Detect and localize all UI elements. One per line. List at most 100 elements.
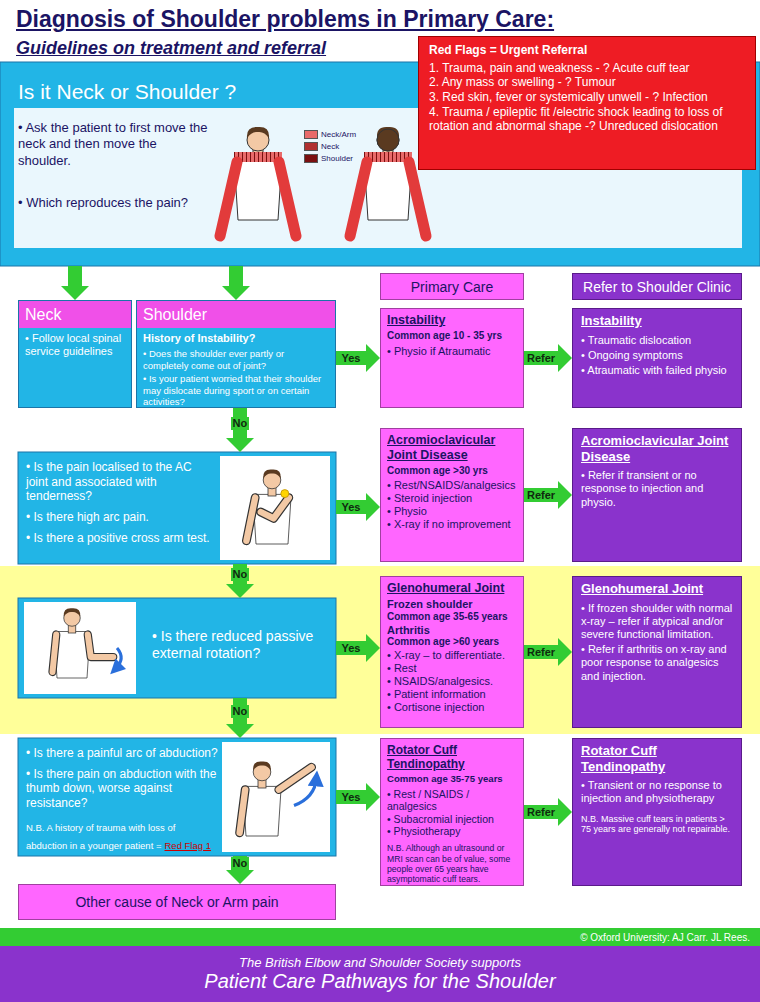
box-text: • Rest: [387, 662, 517, 675]
question-ground: [18, 452, 336, 564]
box-text: • X-ray – to differentiate.: [387, 649, 517, 662]
arrow-head: [226, 870, 254, 884]
box-heading: Rotator Cuff Tendinopathy: [581, 743, 733, 774]
column-header: Primary Care: [380, 273, 524, 300]
referral-box: Glenohumeral Joint• If frozen shoulder w…: [572, 576, 742, 728]
box-text: History of Instability?: [137, 332, 335, 345]
outcome-box: Other cause of Neck or Arm pain: [18, 884, 336, 920]
flow-arrow: [524, 481, 572, 509]
box-heading: Primary Care: [411, 279, 493, 295]
box-text: N.B. Massive cuff tears in patients > 75…: [581, 814, 733, 836]
flow-arrow: [336, 493, 380, 521]
flow-arrow: [61, 266, 89, 300]
box-heading: Red Flags = Urgent Referral: [429, 43, 745, 58]
image-panel: [220, 456, 330, 560]
arrow-head: [226, 724, 254, 738]
box-text: • Subacromial injection: [387, 813, 517, 825]
footer-band: The British Elbow and Shoulder Society s…: [0, 946, 760, 1002]
image-panel: [24, 602, 136, 694]
box-text: N.B. Although an ultrasound or MRI scan …: [387, 843, 517, 884]
rc-figure: [240, 762, 317, 836]
box-text: Patient Care Pathways for the Shoulder: [204, 970, 555, 993]
box-text: 1. Trauma, pain and weakness - ? Acute c…: [429, 61, 745, 76]
box-text: Common age 35-75 years: [387, 773, 517, 784]
copyright-bar: © Oxford University: AJ Carr. JL Rees.: [0, 928, 760, 946]
box-heading: © Oxford University: AJ Carr. JL Rees.: [580, 932, 750, 943]
box-heading: Other cause of Neck or Arm pain: [75, 894, 278, 910]
edge-label: Refer: [525, 806, 557, 819]
flow-arrow: [524, 798, 572, 826]
image-panel: [222, 742, 330, 852]
box-text: • Which reproduces the pain?: [18, 195, 208, 211]
back-figure: [350, 127, 426, 236]
column-header: Refer to Shoulder Clinic: [572, 273, 742, 300]
box-heading: Neck: [19, 301, 131, 328]
box-heading: Instability: [581, 313, 733, 329]
box-heading: Glenohumeral Joint: [581, 581, 733, 597]
box-text: Arthritis: [387, 624, 517, 637]
referral-box: Instability• Traumatic dislocation• Ongo…: [572, 308, 742, 408]
question-box: • Is the pain localised to the AC joint …: [18, 452, 336, 564]
arrow-head: [222, 286, 250, 300]
box-text: Common age >30 yrs: [387, 465, 517, 477]
arrow-shaft: [68, 266, 82, 286]
arrow-head: [226, 584, 254, 598]
box-text: • Refer if transient or no response to i…: [581, 469, 733, 509]
box-text: N.B. A history of trauma with loss of ab…: [26, 822, 175, 851]
box-text: • Steroid injection: [387, 492, 517, 505]
primary-care-box: InstabilityCommon age 10 - 35 yrs• Physi…: [380, 308, 524, 408]
box-text: • Follow local spinal service guidelines: [19, 332, 131, 358]
gh-figure: [53, 608, 122, 678]
box-text: • Rest / NSAIDS / analgesics: [387, 788, 517, 813]
arrow-head: [366, 783, 380, 811]
box-text: • Physio if Atraumatic: [387, 345, 517, 358]
box-text: • Is there high arc pain.: [26, 510, 212, 525]
legend-text: Shoulder: [321, 154, 353, 163]
arrow-head: [558, 798, 572, 826]
box-heading: Shoulder: [137, 301, 335, 328]
arrow-shaft: [524, 805, 558, 819]
legend-swatch: [304, 130, 318, 139]
legend-swatch: [304, 154, 318, 163]
box-text: Common age 35-65 years: [387, 611, 517, 623]
flow-arrow: [524, 344, 572, 372]
edge-label: Yes: [340, 352, 363, 365]
shoulder-box: ShoulderHistory of Instability?• Does th…: [136, 300, 336, 408]
arrow-shaft: [336, 351, 366, 365]
primary-care-box: Glenohumeral JointFrozen shoulderCommon …: [380, 576, 524, 728]
arrow-head: [226, 438, 254, 452]
arrow-shaft: [524, 351, 558, 365]
front-figure: [220, 127, 296, 236]
box-text: • Physio: [387, 505, 517, 518]
box-text: • Is there a positive cross arm test.: [26, 531, 212, 546]
box-heading: Refer to Shoulder Clinic: [583, 279, 731, 295]
box-text: Common age >60 years: [387, 636, 517, 648]
arrow-head: [366, 493, 380, 521]
box-heading: Instability: [387, 313, 517, 328]
arrow-head: [558, 344, 572, 372]
flow-arrow: [336, 344, 380, 372]
box-heading: • Is the pain localised to the AC joint …: [26, 460, 212, 504]
flow-arrow: [226, 698, 254, 738]
legend-row: Neck/Arm: [304, 130, 356, 139]
edge-label: No: [231, 568, 250, 581]
arrow-shaft: [524, 488, 558, 502]
box-text: • Refer if arthritis on x-ray and poor r…: [581, 643, 733, 683]
arrow-head: [558, 638, 572, 666]
primary-care-box: Acromioclavicular Joint DiseaseCommon ag…: [380, 428, 524, 562]
edge-label: Yes: [340, 642, 363, 655]
edge-label: Refer: [525, 646, 557, 659]
subtitle: Guidelines on treatment and referral: [16, 38, 326, 59]
ac-figure: [246, 470, 291, 544]
box-text: • Patient information: [387, 688, 517, 701]
legend-text: Neck/Arm: [321, 130, 356, 139]
flow-arrow: [226, 408, 254, 452]
box-heading: • Is there reduced passive external rota…: [152, 628, 328, 662]
box-text: Frozen shoulder: [387, 598, 517, 611]
question-box: • Is there reduced passive external rota…: [18, 598, 336, 698]
box-text: • Is there pain on abduction with the th…: [26, 767, 218, 811]
question-ground: [18, 738, 336, 856]
legend-text: Neck: [321, 142, 339, 151]
edge-label: No: [231, 417, 250, 430]
